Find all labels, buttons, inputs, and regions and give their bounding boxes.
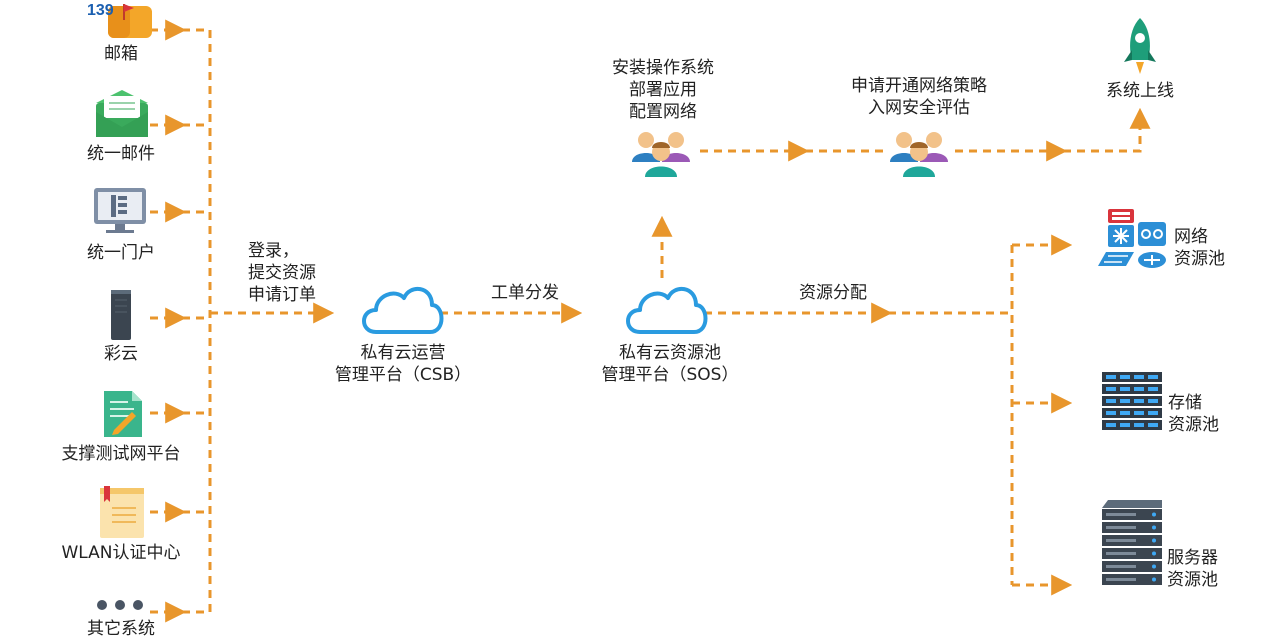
csb-platform-label: 私有云运营 管理平台（CSB） [334, 343, 472, 385]
install-deploy-label: 安装操作系统 部署应用 配置网络 [612, 58, 714, 122]
source-label-caiyun: 彩云 [104, 344, 138, 364]
sos-cloud-icon [626, 287, 708, 334]
network-policy-label: 申请开通网络策略 入网安全评估 [851, 76, 987, 118]
more-dots-icon [97, 600, 143, 610]
server-rack-icon [1102, 500, 1162, 585]
sos-platform-label: 私有云资源池 管理平台（SOS） [601, 343, 739, 385]
source-label-other: 其它系统 [87, 619, 155, 639]
monitor-portal-icon [94, 188, 146, 233]
operators-group-icon [632, 132, 690, 177]
rocket-icon [1124, 18, 1156, 74]
source-label-wlan: WLAN认证中心 [61, 543, 181, 563]
dispatch-label: 工单分发 [491, 283, 559, 303]
allocate-label: 资源分配 [799, 283, 867, 303]
pool-label-server: 服务器 资源池 [1167, 548, 1218, 590]
source-label-unified-mail: 统一邮件 [87, 144, 155, 164]
notebook-icon [100, 486, 144, 538]
network-devices-icon [1098, 209, 1166, 268]
submit-order-label: 登录， 提交资源 申请订单 [248, 241, 316, 305]
mailbox-139-icon: 139 [87, 2, 152, 38]
pool-label-network: 网络 资源池 [1174, 227, 1225, 269]
source-label-mailbox: 邮箱 [104, 44, 138, 64]
storage-array-icon [1102, 372, 1162, 430]
mailbox-badge: 139 [87, 2, 114, 19]
system-online-label: 系统上线 [1106, 81, 1174, 101]
security-group-icon [890, 132, 948, 177]
server-tower-icon [111, 290, 131, 340]
source-label-unified-portal: 统一门户 [87, 243, 155, 263]
document-edit-icon [104, 391, 142, 437]
csb-cloud-icon [362, 287, 444, 334]
green-envelope-icon [96, 90, 148, 137]
pool-label-storage: 存储 资源池 [1168, 393, 1219, 435]
source-label-test-platform: 支撑测试网平台 [61, 444, 181, 464]
